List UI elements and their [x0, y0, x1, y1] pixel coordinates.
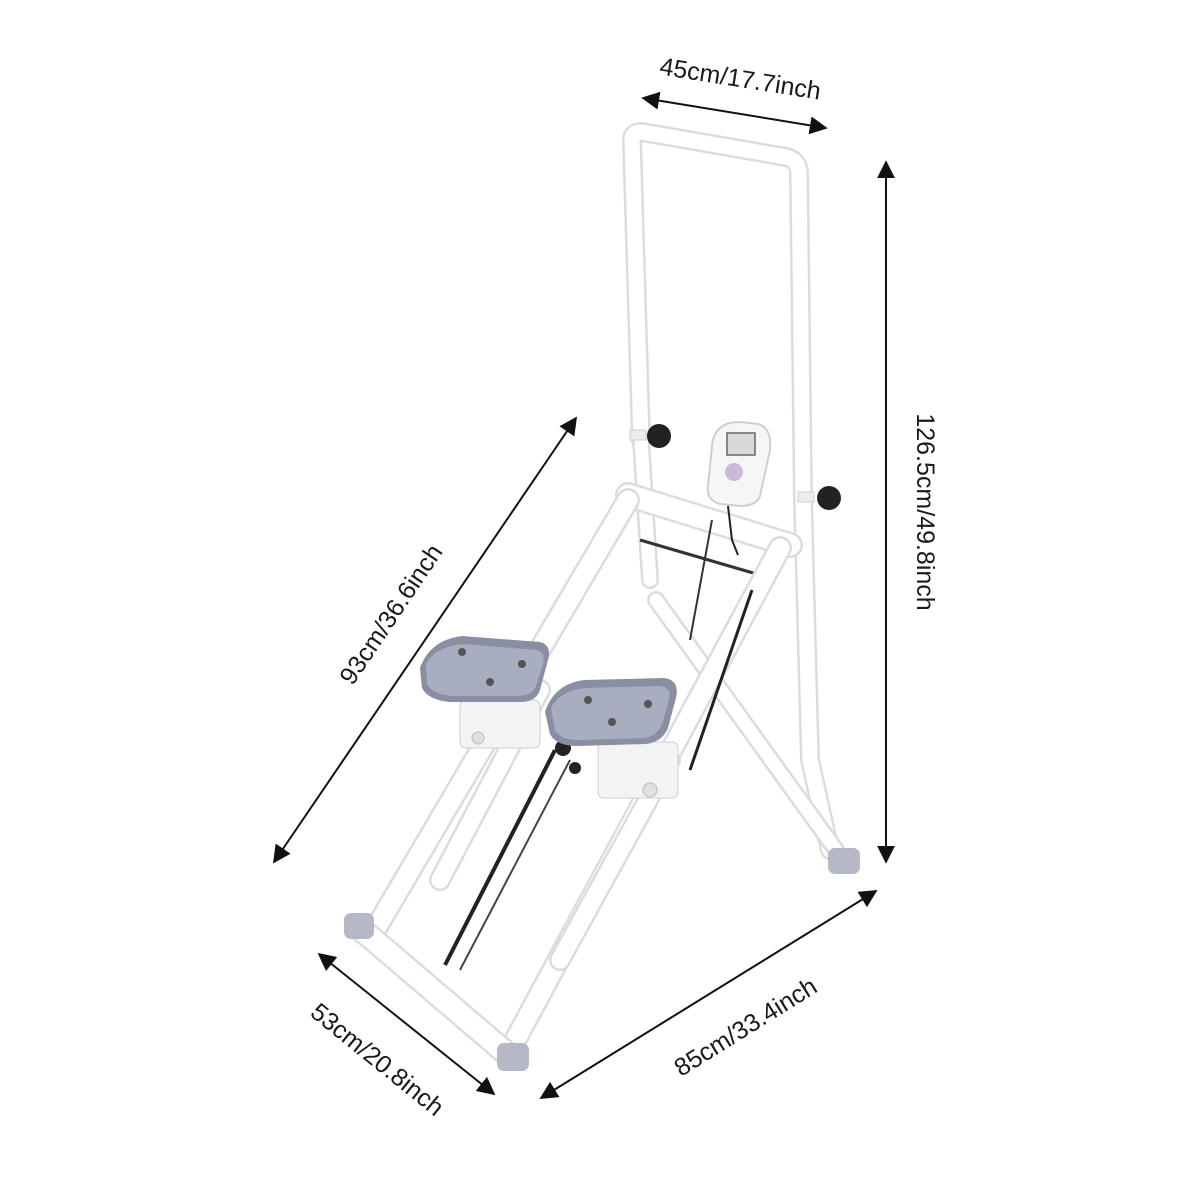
- display-monitor: [706, 420, 772, 556]
- lcd-screen: [726, 432, 756, 456]
- foot-cap-base-right: [497, 1043, 529, 1071]
- right-pedal-mount: [597, 741, 679, 799]
- base-bar: [349, 917, 518, 1065]
- height-label: 126.5cm/49.8inch: [911, 413, 939, 610]
- top-width-arrow: [641, 91, 828, 135]
- base-depth-arrow: [539, 890, 878, 1099]
- left-pedal: [420, 636, 549, 702]
- top-width-label: 45cm/17.7inch: [658, 53, 823, 106]
- right-pedal: [545, 678, 677, 746]
- diagonal-length-arrow: [272, 416, 578, 864]
- foot-cap-rear: [828, 848, 860, 874]
- dimension-arrows: [272, 91, 895, 1099]
- foot-cap-base-left: [344, 913, 374, 939]
- mode-button: [725, 463, 743, 481]
- base-width-arrow: [317, 952, 496, 1096]
- rear-support-leg: [647, 591, 845, 859]
- cross-bar: [615, 482, 803, 577]
- base-depth-label: 85cm/33.4inch: [669, 972, 822, 1082]
- foot-caps: [344, 848, 860, 1071]
- adjustment-knob-left: [629, 424, 671, 448]
- stepper-machine: [344, 122, 860, 1071]
- base-width-label: 53cm/20.8inch: [305, 998, 449, 1122]
- left-pedal-mount: [459, 699, 541, 749]
- adjustment-knob-right: [797, 486, 841, 510]
